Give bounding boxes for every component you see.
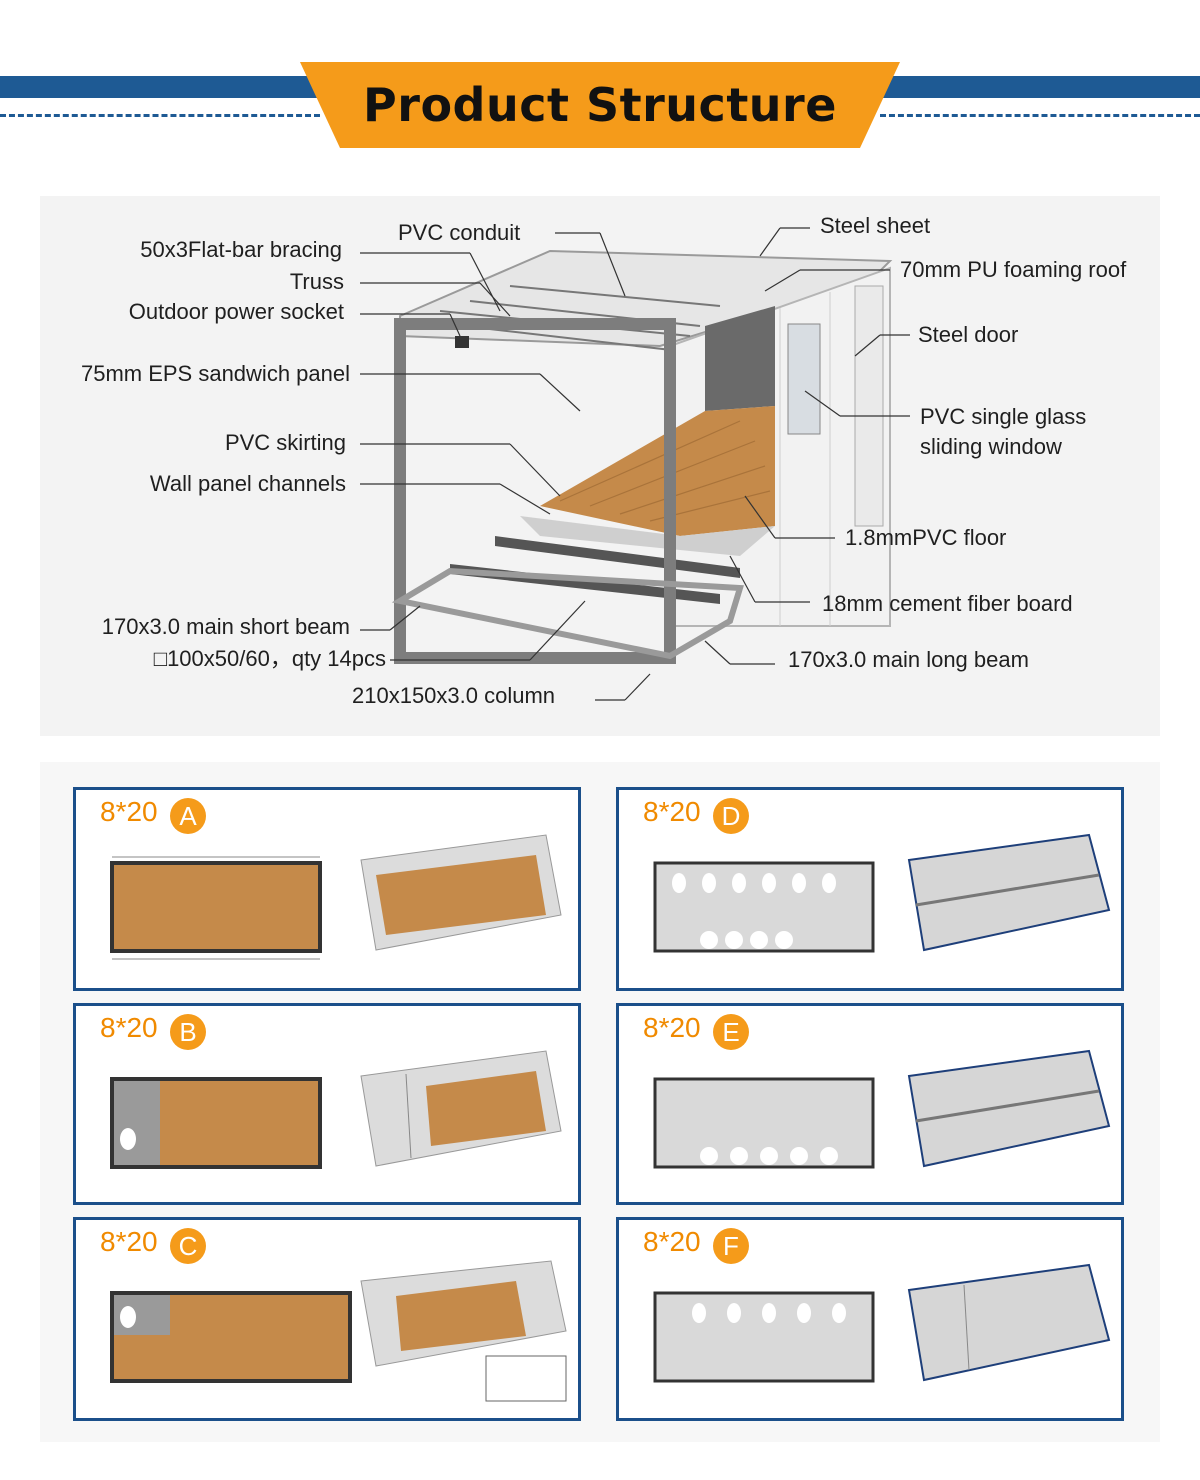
layout-letter-badge: E — [713, 1014, 749, 1050]
label-qty-pcs: □100x50/60，qty 14pcs — [153, 646, 386, 671]
label-pvc-conduit: PVC conduit — [398, 220, 521, 245]
render-e — [907, 1049, 1111, 1168]
render-c — [360, 1260, 567, 1402]
layout-card-d: 8*20 D — [616, 787, 1124, 991]
label-pvc-window-line2: sliding window — [920, 434, 1062, 459]
label-main-short-beam: 170x3.0 main short beam — [101, 614, 350, 639]
render-d — [907, 833, 1111, 952]
layout-size: 8*20 — [100, 796, 158, 827]
header-bar-right — [880, 76, 1200, 98]
container-illustration — [360, 227, 910, 701]
label-pu-foaming-roof: 70mm PU foaming roof — [900, 257, 1127, 282]
title-banner — [300, 62, 900, 148]
layout-size: 8*20 — [100, 1226, 158, 1257]
label-pvc-floor: 1.8mmPVC floor — [845, 525, 1007, 550]
layout-letter-badge: F — [713, 1228, 749, 1264]
label-outdoor-power-socket: Outdoor power socket — [128, 299, 344, 324]
layout-card-b: 8*20 B — [73, 1003, 581, 1205]
floor-plan-d — [653, 861, 875, 953]
label-steel-sheet: Steel sheet — [820, 213, 931, 238]
floor-plan-c — [110, 1291, 352, 1383]
layout-card-a: 8*20 A — [73, 787, 581, 991]
page-title: Product Structure — [363, 78, 837, 132]
layout-card-f: 8*20 F — [616, 1217, 1124, 1421]
layout-card-c: 8*20 C — [73, 1217, 581, 1421]
label-eps-sandwich-panel: 75mm EPS sandwich panel — [80, 361, 350, 386]
label-pvc-window-line1: PVC single glass — [920, 404, 1087, 429]
label-wall-panel-channels: Wall panel channels — [149, 471, 346, 496]
header-bar-left — [0, 76, 320, 98]
layout-letter-badge: A — [170, 798, 206, 834]
floor-plan-f — [653, 1291, 875, 1383]
layout-letter-badge: C — [170, 1228, 206, 1264]
layout-card-e: 8*20 E — [616, 1003, 1124, 1205]
label-truss: Truss — [289, 269, 344, 294]
label-steel-door: Steel door — [918, 322, 1019, 347]
floor-plan-b — [110, 1077, 322, 1169]
floor-plan-e — [653, 1077, 875, 1169]
label-main-long-beam: 170x3.0 main long beam — [788, 647, 1029, 672]
render-a — [360, 834, 562, 951]
floor-plan-a — [110, 856, 322, 960]
header-dash-right — [880, 114, 1200, 117]
layout-letter-badge: D — [713, 798, 749, 834]
render-f — [907, 1263, 1111, 1382]
label-column: 210x150x3.0 column — [352, 683, 556, 708]
layout-size: 8*20 — [100, 1012, 158, 1043]
layout-size: 8*20 — [643, 1012, 701, 1043]
layout-letter-badge: B — [170, 1014, 206, 1050]
layout-size: 8*20 — [643, 1226, 701, 1257]
label-flat-bar-bracing: 50x3Flat-bar bracing — [140, 237, 342, 262]
render-b — [360, 1050, 562, 1167]
label-pvc-skirting: PVC skirting — [224, 430, 346, 455]
label-cement-fiber-board: 18mm cement fiber board — [822, 591, 1073, 616]
header-dash-left — [0, 114, 320, 117]
layout-size: 8*20 — [643, 796, 701, 827]
